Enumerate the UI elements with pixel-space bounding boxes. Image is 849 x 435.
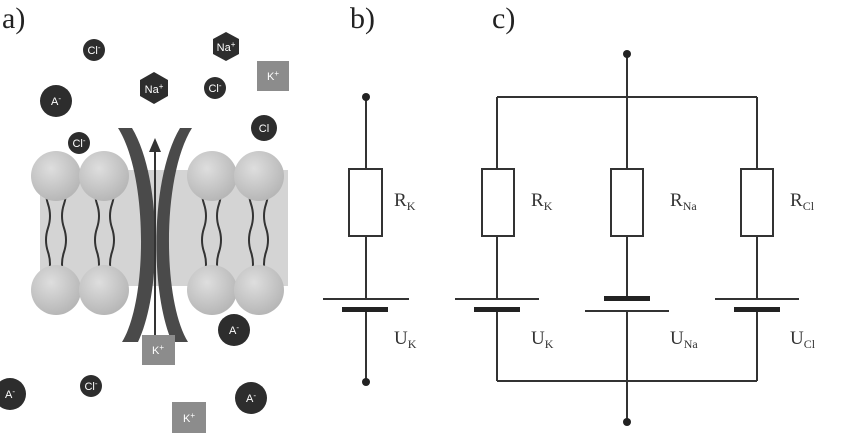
- ion-a-minus-3: A-: [0, 378, 26, 410]
- ion-cl-minus-3: Cl-: [68, 132, 90, 154]
- panel-b-label: b): [350, 2, 375, 35]
- svg-text:A-: A-: [51, 94, 61, 108]
- ion-cl-minus-4: Cl-: [80, 375, 102, 397]
- ion-cl-1: Cl: [251, 115, 277, 141]
- svg-text:Cl-: Cl-: [84, 379, 97, 393]
- terminal-c-bottom: [623, 418, 631, 426]
- arrow-head-icon: [149, 138, 161, 152]
- panel-a: a): [0, 2, 289, 433]
- resistor-label-b: RK: [394, 190, 416, 213]
- svg-text:K+: K+: [267, 69, 279, 83]
- lipid-heads-bottom: [31, 265, 284, 315]
- svg-text:Cl-: Cl-: [87, 43, 100, 57]
- panel-b: b) RK UK: [323, 2, 417, 386]
- panel-c: c): [455, 2, 816, 426]
- battery-c-na-plate: [604, 296, 650, 301]
- battery-b-negative-plate: [342, 307, 388, 312]
- circuit-b-wires: [323, 97, 409, 382]
- ion-a-minus-2: A-: [218, 314, 250, 346]
- terminal-b-top: [362, 93, 370, 101]
- channel-protein-right: [156, 128, 192, 342]
- battery-label-b: UK: [394, 328, 417, 351]
- svg-text:Cl: Cl: [259, 123, 269, 135]
- channel-protein-left: [118, 128, 156, 342]
- lipid-heads-top: [31, 151, 284, 201]
- ion-k-plus-1: K+: [257, 61, 289, 91]
- battery-label-c-cl: UCl: [790, 328, 816, 351]
- ion-k-plus-3: K+: [172, 402, 206, 433]
- ion-na-plus-1: Na+: [213, 32, 239, 61]
- ion-a-minus-1: A-: [40, 85, 72, 117]
- ion-k-plus-2: K+: [142, 335, 175, 365]
- ion-na-plus-2: Na+: [140, 72, 168, 104]
- battery-label-c-k: UK: [531, 328, 554, 351]
- resistor-label-c-na: RNa: [670, 190, 697, 213]
- terminal-b-bottom: [362, 378, 370, 386]
- svg-text:Na+: Na+: [145, 82, 164, 96]
- svg-text:A-: A-: [5, 387, 15, 401]
- svg-text:Cl-: Cl-: [72, 136, 85, 150]
- svg-text:Cl-: Cl-: [208, 81, 221, 95]
- circuit-c-wires: [455, 54, 799, 422]
- resistor-label-c-k: RK: [531, 190, 553, 213]
- svg-text:Na+: Na+: [217, 40, 236, 54]
- battery-c-k-negative-plate: [474, 307, 520, 312]
- svg-text:K+: K+: [183, 411, 195, 425]
- svg-text:A-: A-: [229, 323, 239, 337]
- panel-c-label: c): [492, 2, 515, 35]
- ion-a-minus-4: A-: [235, 382, 267, 414]
- svg-text:K+: K+: [152, 343, 164, 357]
- svg-text:A-: A-: [246, 391, 256, 405]
- battery-c-cl-negative-plate: [734, 307, 780, 312]
- resistor-label-c-cl: RCl: [790, 190, 815, 213]
- terminal-c-top: [623, 50, 631, 58]
- battery-label-c-na: UNa: [670, 328, 698, 351]
- panel-a-label: a): [2, 2, 25, 35]
- ion-cl-minus-2: Cl-: [204, 77, 226, 99]
- ion-cl-minus-1: Cl-: [83, 39, 105, 61]
